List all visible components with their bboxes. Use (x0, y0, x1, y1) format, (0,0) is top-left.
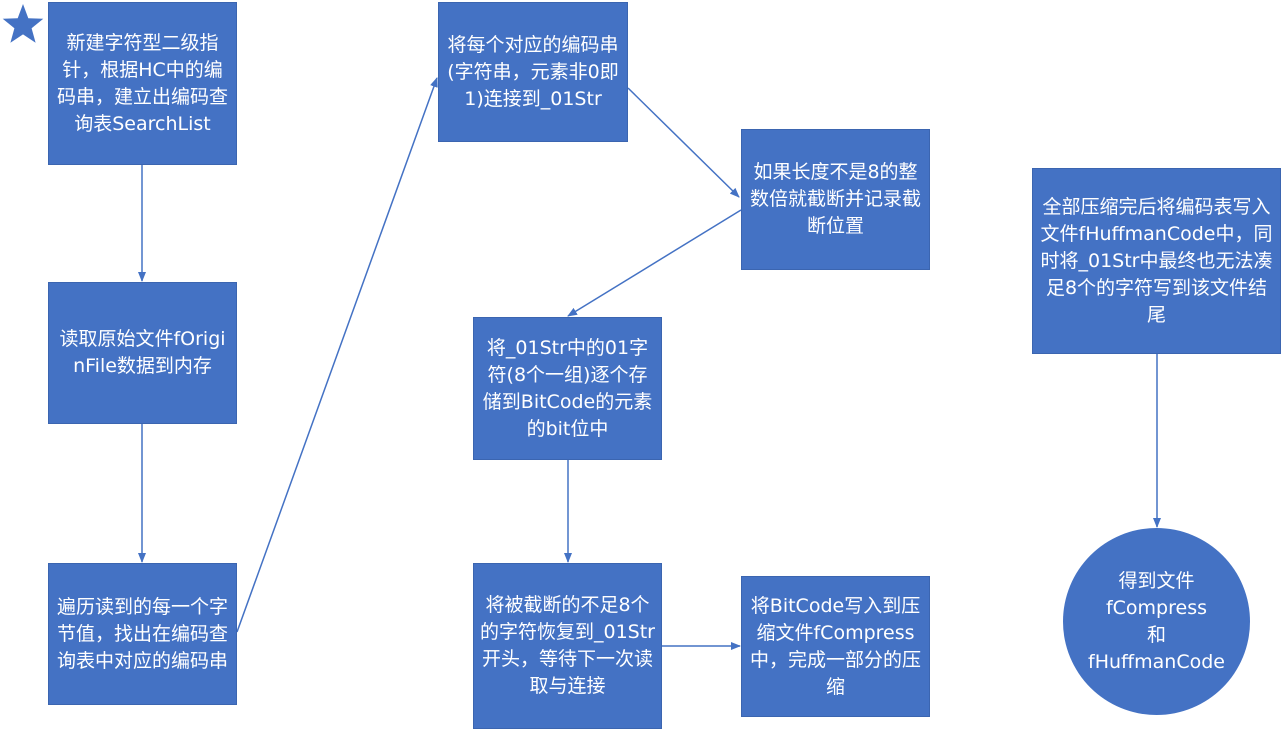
step-store-bitcode-text: 将_01Str中的01字符(8个一组)逐个存储到BitCode的元素的bit位中 (482, 336, 653, 440)
step-write-compress-text: 将BitCode写入到压缩文件fCompress中，完成一部分的压缩 (749, 594, 921, 698)
step-concat-01str-text: 将每个对应的编码串(字符串，元素非0即1)连接到_01Str (447, 33, 619, 110)
step-read-original-file-text: 读取原始文件fOriginFile数据到内存 (59, 328, 226, 377)
step-store-bitcode: 将_01Str中的01字符(8个一组)逐个存储到BitCode的元素的bit位中 (473, 317, 662, 460)
step-restore-remainder: 将被截断的不足8个的字符恢复到_01Str开头，等待下一次读取与连接 (473, 563, 662, 729)
result-line-2: fCompress (1105, 596, 1207, 619)
step-lookup-codes: 遍历读到的每一个字节值，找出在编码查询表中对应的编码串 (48, 563, 237, 705)
step-write-huffman-code: 全部压缩完后将编码表写入文件fHuffmanCode中，同时将_01Str中最终… (1032, 168, 1281, 354)
step-truncate: 如果长度不是8的整数倍就截断并记录截断位置 (741, 129, 930, 270)
step-concat-01str: 将每个对应的编码串(字符串，元素非0即1)连接到_01Str (438, 2, 628, 142)
connector-n4-n5 (627, 87, 740, 198)
result-line-1: 得到文件 (1118, 569, 1195, 592)
step-write-compress: 将BitCode写入到压缩文件fCompress中，完成一部分的压缩 (741, 576, 930, 717)
step-lookup-codes-text: 遍历读到的每一个字节值，找出在编码查询表中对应的编码串 (56, 595, 228, 672)
connector-n3-n4 (236, 77, 438, 633)
step-read-original-file: 读取原始文件fOriginFile数据到内存 (48, 282, 237, 424)
connector-n5-n6 (567, 209, 742, 317)
step-build-search-list: 新建字符型二级指针，根据HC中的编码串，建立出编码查询表SearchList (48, 2, 237, 165)
result-line-4: fHuffmanCode (1088, 650, 1225, 673)
step-truncate-text: 如果长度不是8的整数倍就截断并记录截断位置 (749, 161, 921, 237)
step-restore-remainder-text: 将被截断的不足8个的字符恢复到_01Str开头，等待下一次读取与连接 (480, 594, 655, 697)
star-icon (2, 4, 44, 43)
result-line-3: 和 (1146, 623, 1166, 646)
result-files: 得到文件 fCompress 和 fHuffmanCode (1063, 528, 1250, 715)
step-build-search-list-text: 新建字符型二级指针，根据HC中的编码串，建立出编码查询表SearchList (56, 31, 228, 135)
step-write-huffman-code-text: 全部压缩完后将编码表写入文件fHuffmanCode中，同时将_01Str中最终… (1040, 195, 1273, 326)
